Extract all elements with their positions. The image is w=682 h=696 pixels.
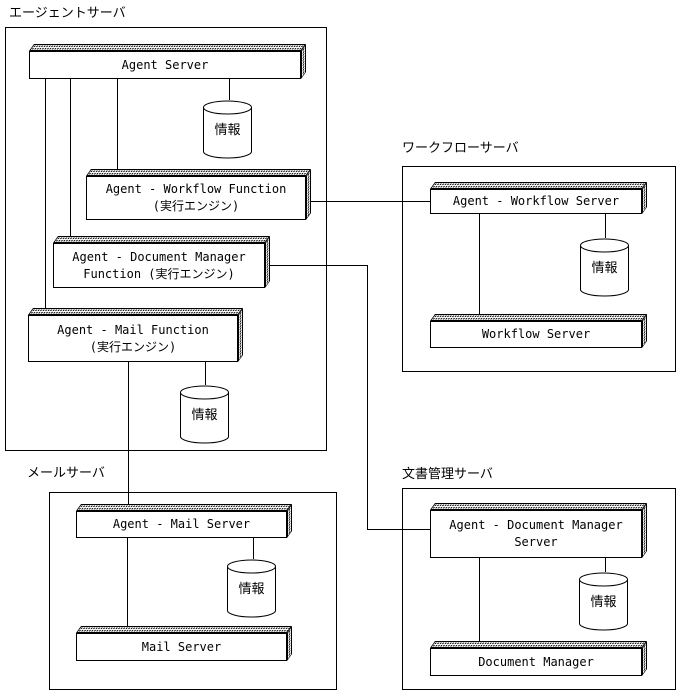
box-right-face [238,307,243,362]
box-top-face [430,314,647,321]
box-front-face: Mail Server [76,633,287,661]
box-right-face [306,168,311,220]
connector-docmgr-function-to-agent-docmgr-server [367,529,430,530]
mail-server-section-label: メールサーバ [27,466,105,481]
box-top-face [76,626,292,633]
connector-agent-server-to-docmgr-function [70,79,71,236]
connector-agent-workflow-server-to-info-db [605,214,606,238]
agent-workflow-server-label: Agent - Workflow Server [452,194,620,208]
agent-mail-server-box: Agent - Mail Server [76,503,292,538]
box-front-face: Agent - Workflow Function (実行エンジン) [86,176,306,220]
connector-agent-docmgr-server-to-document-manager [479,558,480,641]
connector-mail-function-to-agent-mail-server [128,362,129,504]
document-manager-label: Document Manager [478,654,594,669]
docmgr-function-box: Agent - Document Manager Function (実行エンジ… [53,235,270,288]
agent-server-section-label: エージェントサーバ [9,6,126,21]
workflow-function-box: Agent - Workflow Function (実行エンジン) [86,168,311,220]
workflow-function-label-line2: (実行エンジン) [152,199,240,213]
document-manager-box: Document Manager [430,640,647,676]
mail-server-container [49,492,337,690]
docmgr-server-container [402,488,676,690]
connector-agent-mail-server-to-mail-server [127,538,128,626]
database-cylinder-icon [579,572,628,631]
info-database-cylinder-workflow: 情報 [580,238,629,297]
box-top-face [29,44,306,51]
database-cylinder-icon [227,559,276,618]
info-database-label: 情報 [191,408,218,423]
agent-server-box: Agent Server [29,43,306,79]
connector-agent-mail-server-to-info-db [253,538,254,559]
mail-function-label-line2: (実行エンジン) [89,339,177,354]
connector-workflow-function-to-agent-workflow-server [311,201,430,202]
mail-server-label: Mail Server [141,639,222,654]
connector-agent-workflow-server-to-workflow-server [479,214,480,314]
agent-server-label: Agent Server [121,57,209,72]
info-database-cylinder-agent-server: 情報 [203,100,252,159]
box-top-face [430,641,647,648]
box-right-face [642,502,647,558]
box-front-face: Document Manager [430,648,642,676]
docmgr-function-label-line2: Function (実行エンジン) [83,266,235,281]
database-cylinder-icon [180,385,229,444]
info-database-label: 情報 [238,582,265,597]
agent-docmgr-server-label-line1: Agent - Document Manager [449,518,623,532]
box-top-face [86,169,311,176]
box-front-face: Agent - Workflow Server [430,189,642,214]
box-top-face [430,182,647,189]
info-database-label: 情報 [591,261,618,276]
connector-agent-docmgr-server-to-info-db [605,558,606,572]
agent-server-container [5,27,327,451]
box-front-face: Agent - Document Manager Function (実行エンジ… [53,243,265,288]
docmgr-function-label-line1: Agent - Document Manager [72,249,246,264]
connector-docmgr-function-vertical [367,265,368,529]
mail-function-box: Agent - Mail Function (実行エンジン) [28,307,243,362]
box-front-face: Agent - Document Manager Server [430,510,642,558]
box-front-face: Agent - Mail Server [76,511,287,538]
box-front-face: Agent - Mail Function (実行エンジン) [28,315,238,362]
connector-agent-server-to-info-db [229,79,230,100]
info-database-cylinder-mail: 情報 [227,559,276,618]
box-top-face [76,504,292,511]
box-front-face: Workflow Server [430,321,642,348]
mail-server-box: Mail Server [76,625,292,661]
database-cylinder-icon [580,238,629,297]
database-cylinder-icon [203,100,252,159]
workflow-server-container [402,166,676,372]
mail-function-label-line1: Agent - Mail Function [57,322,209,337]
agent-mail-server-label: Agent - Mail Server [112,517,251,531]
workflow-server-box: Workflow Server [430,313,647,348]
connector-docmgr-function-horizontal [270,265,368,266]
box-front-face: Agent Server [29,51,301,79]
info-database-label: 情報 [214,123,241,138]
connector-agent-server-to-workflow-function [117,79,118,169]
connector-mail-function-to-info-db [205,362,206,385]
workflow-server-label: Workflow Server [481,327,591,341]
workflow-function-label-line1: Agent - Workflow Function [105,182,287,196]
box-right-face [265,235,270,288]
agent-docmgr-server-box: Agent - Document Manager Server [430,502,647,558]
info-database-cylinder-mail-function: 情報 [180,385,229,444]
agent-docmgr-server-label-line2: Server [514,535,558,549]
workflow-server-section-label: ワークフローサーバ [402,141,519,156]
agent-workflow-server-box: Agent - Workflow Server [430,181,647,214]
box-top-face [28,308,243,315]
box-top-face [430,503,647,510]
info-database-cylinder-docmgr: 情報 [579,572,628,631]
docmgr-server-section-label: 文書管理サーバ [402,467,493,482]
connector-agent-server-to-mail-function [45,79,46,308]
info-database-label: 情報 [590,595,617,610]
box-top-face [53,236,270,243]
